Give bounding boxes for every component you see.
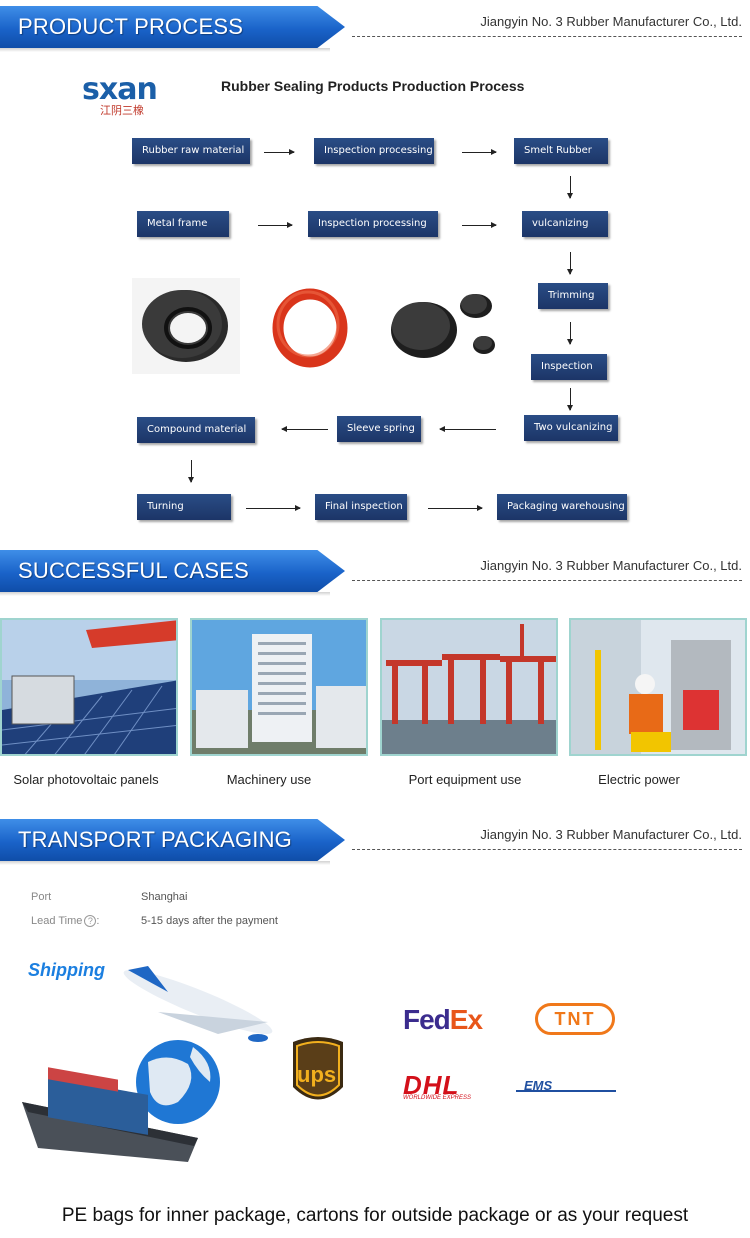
company-logo: sxan 江阴三橡 — [82, 72, 166, 117]
dotted-divider — [352, 580, 742, 581]
logo-subtext: 江阴三橡 — [100, 104, 144, 117]
banner-ribbon — [0, 6, 345, 48]
ups-logo-text: ups — [297, 1062, 337, 1087]
step-two-vulcanizing: Two vulcanizing — [524, 415, 618, 441]
company-name: Jiangyin No. 3 Rubber Manufacturer Co., … — [480, 827, 742, 842]
step-metal-frame: Metal frame — [137, 211, 229, 237]
process-title: Rubber Sealing Products Production Proce… — [221, 78, 525, 94]
banner-transport-packaging: TRANSPORT PACKAGING Jiangyin No. 3 Rubbe… — [0, 813, 750, 869]
case-caption-solar: Solar photovoltaic panels — [13, 772, 159, 787]
section-title: PRODUCT PROCESS — [18, 14, 244, 39]
ems-logo-icon — [516, 1078, 616, 1092]
dhl-logo-subtext: WORLDWIDE EXPRESS — [403, 1095, 472, 1101]
step-vulcanizing: vulcanizing — [522, 211, 608, 237]
banner-ribbon — [0, 819, 345, 861]
step-inspection-processing-2: Inspection processing — [308, 211, 438, 237]
flow-arrow — [439, 426, 496, 432]
flow-arrow — [567, 176, 573, 199]
lead-time-value: 5-15 days after the payment — [141, 915, 278, 927]
tnt-logo: TNT — [535, 1003, 615, 1035]
step-final-inspection: Final inspection — [315, 494, 407, 520]
dhl-logo: DHL — [403, 1070, 460, 1100]
step-compound-material: Compound material — [137, 417, 255, 443]
flow-arrow — [246, 505, 301, 511]
banner-successful-cases: SUCCESSFUL CASES Jiangyin No. 3 Rubber M… — [0, 544, 750, 600]
banner-shadow — [0, 48, 330, 52]
shipping-illustration — [18, 952, 638, 1184]
logo-text: sxan — [82, 72, 158, 107]
step-sleeve-spring: Sleeve spring — [337, 416, 421, 442]
ems-logo-text: EMS — [524, 1078, 553, 1093]
fedex-logo-part-b: Ex — [449, 1004, 483, 1035]
flow-arrow — [567, 388, 573, 411]
cargo-ship-icon — [22, 1067, 198, 1162]
flow-arrow — [462, 222, 497, 228]
flow-arrow — [258, 222, 293, 228]
case-image-machinery — [190, 618, 368, 756]
company-name: Jiangyin No. 3 Rubber Manufacturer Co., … — [480, 14, 742, 29]
port-label: Port — [31, 891, 52, 903]
flow-arrow — [188, 460, 194, 483]
banner-shadow — [0, 861, 330, 865]
section-title: SUCCESSFUL CASES — [18, 558, 249, 583]
company-name: Jiangyin No. 3 Rubber Manufacturer Co., … — [480, 558, 742, 573]
lead-time-label: Lead Time?: — [31, 915, 100, 927]
case-image-electric — [569, 618, 747, 756]
fedex-logo-part-a: Fed — [403, 1004, 451, 1035]
shipping-label: Shipping — [28, 960, 105, 980]
banner-shadow — [0, 592, 330, 596]
step-inspection: Inspection — [531, 354, 607, 380]
ups-logo-icon — [293, 1037, 343, 1100]
flow-arrow — [567, 322, 573, 345]
step-packaging-warehousing: Packaging warehousing — [497, 494, 627, 520]
flow-arrow — [462, 149, 497, 155]
flow-arrow — [264, 149, 295, 155]
case-caption-electric: Electric power — [598, 772, 680, 787]
flow-arrow — [428, 505, 483, 511]
step-trimming: Trimming — [538, 283, 608, 309]
case-image-port — [380, 618, 558, 756]
step-smelt-rubber: Smelt Rubber — [514, 138, 608, 164]
airplane-icon — [123, 966, 273, 1042]
flow-arrow — [281, 426, 328, 432]
lead-time-label-text: Lead Time — [31, 915, 83, 927]
help-icon[interactable]: ? — [84, 915, 97, 927]
case-caption-port: Port equipment use — [408, 772, 522, 787]
flow-arrow — [567, 252, 573, 275]
dotted-divider — [352, 849, 742, 850]
section-title: TRANSPORT PACKAGING — [18, 827, 292, 852]
oil-seal-image — [132, 278, 240, 374]
rubber-disc-image — [391, 294, 495, 358]
step-inspection-processing-1: Inspection processing — [314, 138, 434, 164]
banner-product-process: PRODUCT PROCESS Jiangyin No. 3 Rubber Ma… — [0, 0, 750, 56]
step-rubber-raw-material: Rubber raw material — [132, 138, 250, 164]
banner-ribbon — [0, 550, 345, 592]
o-ring-image — [272, 288, 348, 368]
packaging-note: PE bags for inner package, cartons for o… — [61, 1205, 689, 1226]
dotted-divider — [352, 36, 742, 37]
port-value: Shanghai — [141, 891, 188, 903]
globe-icon — [136, 1040, 220, 1124]
step-turning: Turning — [137, 494, 231, 520]
fedex-logo: FedEx — [403, 1004, 483, 1036]
case-caption-machinery: Machinery use — [226, 772, 312, 787]
case-image-solar — [0, 618, 178, 756]
